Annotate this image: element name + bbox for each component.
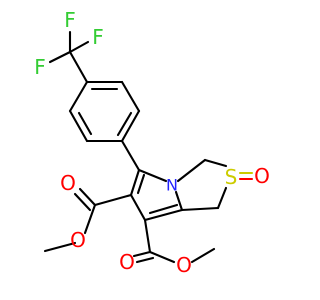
ester2-bond-carbonyl-oether <box>148 250 176 264</box>
atom-o-ester1-ether: O <box>70 228 86 252</box>
molecule-structure: F F F N S O O O O O <box>34 8 270 277</box>
bond-cf3-c-f-left <box>48 50 72 64</box>
ester2-bond-carbonyl-o <box>132 250 152 258</box>
benzene-bond-5 <box>68 109 89 143</box>
atom-f-top: F <box>64 8 76 32</box>
ring-bond-ch2-c8a <box>180 206 220 212</box>
ester1-bond-oether-methyl <box>43 241 77 253</box>
pyrrole-ring <box>129 168 184 222</box>
ester-group-1 <box>43 187 133 253</box>
ring-bond-s-ch2 <box>216 186 228 210</box>
bond-cf3-c-f-right <box>68 40 90 54</box>
ring-bond-n-ch2 <box>176 158 207 183</box>
ester1-bond-carbonyl-o <box>78 187 97 207</box>
pyrrole-bond-c6-c5 <box>129 168 141 197</box>
benzene-double-3 <box>77 111 93 136</box>
pyrrole-bond-c8a-c7 <box>143 208 184 222</box>
benzene-bond-2 <box>120 80 141 113</box>
bond-cf3-to-ring <box>68 50 89 84</box>
pyrrole-double-c7-c8a <box>148 203 179 215</box>
pyrrole-double-c5-c6 <box>136 173 146 195</box>
atom-o-ester2-ether: O <box>176 253 192 277</box>
pyrrole-bond-c5-n <box>137 168 168 183</box>
atom-n: N <box>166 176 178 195</box>
benzene-double-2 <box>116 111 133 137</box>
ring-bond-ch2-s <box>203 158 228 168</box>
sulfoxide-bond <box>238 171 254 181</box>
atom-o-ester2-carbonyl: O <box>119 250 135 274</box>
ester-group-2 <box>132 218 216 264</box>
atom-f-left: F <box>34 55 46 79</box>
thiazole-ring <box>176 158 228 212</box>
atom-o-ester1-carbonyl: O <box>60 171 76 195</box>
ester1-bond-carbonyl-oether <box>83 203 97 235</box>
benzene-bond-3 <box>120 109 141 143</box>
ester2-double-carbonyl-o <box>135 256 155 264</box>
cf3-group <box>48 30 90 84</box>
benzene-ring <box>68 80 141 143</box>
pyrrole-bond-c7-c6 <box>129 193 147 222</box>
ester2-bond-oether-methyl <box>190 247 216 264</box>
benzene-bond-6 <box>68 80 89 113</box>
atom-f-right: F <box>92 25 104 49</box>
atom-o-sulfoxide: O <box>254 164 270 188</box>
pyrrole-bond-n-c8a <box>174 190 184 212</box>
atom-s: S <box>225 165 238 189</box>
ester2-bond-c7-carbonyl <box>143 218 152 254</box>
bond-benzene-to-pyrrole <box>120 139 141 172</box>
ester1-bond-c6-carbonyl <box>93 193 133 207</box>
ester1-double-carbonyl-o <box>73 192 92 212</box>
